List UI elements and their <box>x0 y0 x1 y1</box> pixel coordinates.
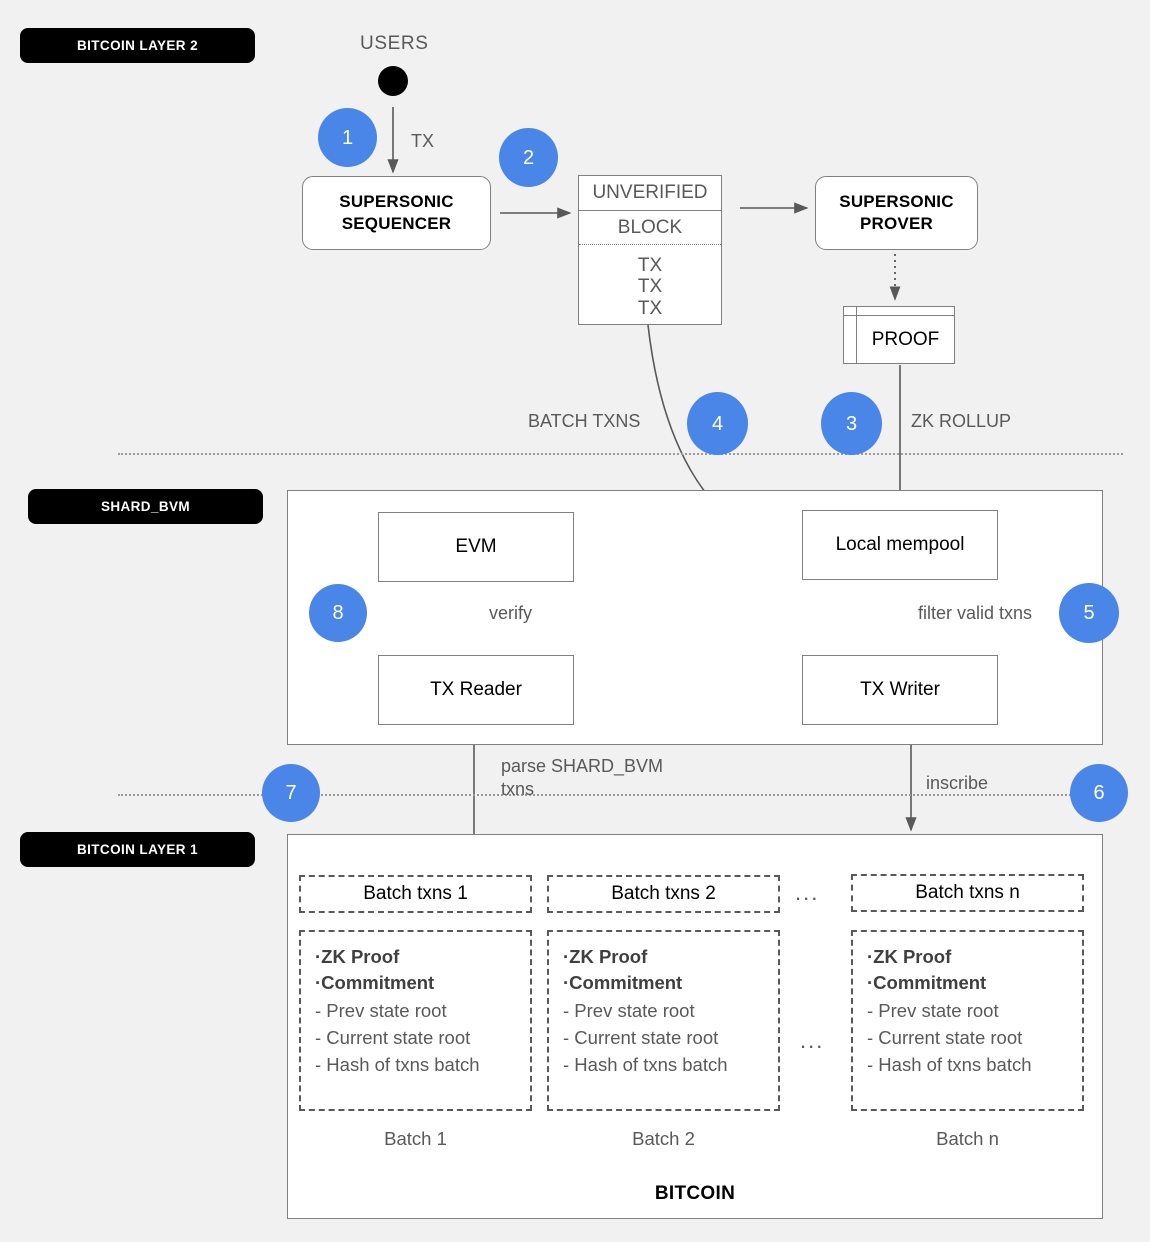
layer-tag-bitcoin-layer-2: BITCOIN LAYER 2 <box>20 28 255 63</box>
block-tx-3: TX <box>637 297 663 319</box>
batch-item-prev-state-root: - Prev state root <box>563 999 695 1021</box>
layer-tag-bitcoin-layer-1: BITCOIN LAYER 1 <box>20 832 255 867</box>
batch-ellipsis-top: ... <box>795 880 820 905</box>
step-circle-7[interactable]: 7 <box>262 764 320 822</box>
step-number: 4 <box>711 412 724 435</box>
batch-bullet-zk-proof: ·ZK Proof <box>315 946 400 967</box>
verify-label: verify <box>489 603 533 623</box>
block-tx-1: TX <box>637 255 663 276</box>
block-subheader: BLOCK <box>579 211 721 245</box>
divider-l2-shard <box>118 453 1123 455</box>
batch-caption-1: Batch 1 <box>384 1128 447 1149</box>
batch-bullet-zk-proof: ·ZK Proof <box>867 946 952 967</box>
batch-item-hash-of-txns-batch: - Hash of txns batch <box>867 1053 1032 1075</box>
proof-document-node[interactable]: PROOF <box>843 306 955 364</box>
tx-writer-label: TX Writer <box>860 679 940 700</box>
batch-item-prev-state-root: - Prev state root <box>867 999 999 1021</box>
sequencer-label-line1: SUPERSONIC <box>339 191 454 211</box>
batch-caption-n: Batch n <box>936 1128 999 1149</box>
batch-bullet-zk-proof: ·ZK Proof <box>563 946 648 967</box>
batch-detail-box-2[interactable]: ·ZK Proof ·Commitment - Prev state root … <box>547 930 780 1111</box>
batch-txns-box-n[interactable]: Batch txns n <box>851 874 1084 912</box>
batch-detail-box-1[interactable]: ·ZK Proof ·Commitment - Prev state root … <box>299 930 532 1111</box>
supersonic-sequencer-node[interactable]: SUPERSONIC SEQUENCER <box>302 176 491 250</box>
step-circle-3[interactable]: 3 <box>821 392 882 455</box>
tx-reader-node[interactable]: TX Reader <box>378 655 574 725</box>
batch-item-current-state-root: - Current state root <box>867 1026 1023 1048</box>
step-circle-1[interactable]: 1 <box>318 108 377 167</box>
users-label: USERS <box>360 33 429 54</box>
proof-sidebar-icon <box>844 307 857 363</box>
divider-shard-l1 <box>118 794 1123 796</box>
step-number: 8 <box>332 602 344 624</box>
prover-label-line2: PROVER <box>859 214 933 233</box>
unverified-block-node[interactable]: UNVERIFIED BLOCK TX TX TX <box>578 175 722 325</box>
batch-bullet-commitment: ·Commitment <box>315 972 435 994</box>
parse-shard-bvm-txns-label: parse SHARD_BVM txns <box>501 755 663 801</box>
step-circle-4[interactable]: 4 <box>687 392 748 455</box>
tx-arrow-label: TX <box>411 131 435 151</box>
evm-label: EVM <box>455 536 497 557</box>
batch-txns-title: Batch txns n <box>915 882 1020 903</box>
step-circle-2[interactable]: 2 <box>499 128 558 187</box>
parse-label-line1: parse SHARD_BVM <box>501 756 664 776</box>
proof-topbar-icon <box>844 307 954 316</box>
sequencer-label-line2: SEQUENCER <box>341 214 452 233</box>
layer-tag-label: SHARD_BVM <box>100 499 191 514</box>
batch-detail-box-n[interactable]: ·ZK Proof ·Commitment - Prev state root … <box>851 930 1084 1111</box>
evm-node[interactable]: EVM <box>378 512 574 582</box>
batch-item-hash-of-txns-batch: - Hash of txns batch <box>563 1053 728 1075</box>
inscribe-label: inscribe <box>926 773 989 793</box>
batch-item-current-state-root: - Current state root <box>563 1026 719 1048</box>
batch-txns-box-1[interactable]: Batch txns 1 <box>299 875 532 913</box>
block-header: UNVERIFIED <box>579 176 721 211</box>
block-tx-2: TX <box>637 276 663 298</box>
local-mempool-node[interactable]: Local mempool <box>802 510 998 580</box>
batch-txns-title: Batch txns 1 <box>363 883 468 904</box>
layer-tag-label: BITCOIN LAYER 2 <box>76 38 199 53</box>
step-circle-8[interactable]: 8 <box>309 584 367 642</box>
batch-bullet-commitment: ·Commitment <box>867 972 987 994</box>
layer-tag-shard-bvm: SHARD_BVM <box>28 489 263 524</box>
step-number: 3 <box>845 412 858 435</box>
prover-label-line1: SUPERSONIC <box>839 191 954 211</box>
bitcoin-title: BITCOIN <box>654 1183 736 1204</box>
user-avatar-icon <box>378 66 408 96</box>
batch-bullet-commitment: ·Commitment <box>563 972 683 994</box>
batch-txns-title: Batch txns 2 <box>611 883 716 904</box>
step-number: 1 <box>341 126 354 149</box>
tx-reader-label: TX Reader <box>430 679 522 700</box>
batch-ellipsis-middle: ... <box>800 1028 825 1053</box>
step-number: 2 <box>522 146 535 169</box>
parse-label-line2: txns <box>501 779 535 800</box>
step-circle-5[interactable]: 5 <box>1059 583 1119 643</box>
step-circle-6[interactable]: 6 <box>1070 764 1128 822</box>
batch-item-current-state-root: - Current state root <box>315 1026 471 1048</box>
supersonic-prover-node[interactable]: SUPERSONIC PROVER <box>815 176 978 250</box>
batch-txns-box-2[interactable]: Batch txns 2 <box>547 875 780 913</box>
step-number: 7 <box>285 782 297 804</box>
tx-writer-node[interactable]: TX Writer <box>802 655 998 725</box>
local-mempool-label: Local mempool <box>835 534 965 555</box>
zk-rollup-label: ZK ROLLUP <box>911 411 1012 431</box>
layer-tag-label: BITCOIN LAYER 1 <box>76 842 199 857</box>
step-number: 5 <box>1083 602 1095 624</box>
proof-label: PROOF <box>871 328 940 350</box>
batch-item-hash-of-txns-batch: - Hash of txns batch <box>315 1053 480 1075</box>
batch-txns-label: BATCH TXNS <box>528 411 641 431</box>
filter-valid-txns-label: filter valid txns <box>918 603 1033 623</box>
batch-caption-2: Batch 2 <box>632 1128 695 1149</box>
batch-item-prev-state-root: - Prev state root <box>315 999 447 1021</box>
step-number: 6 <box>1093 782 1105 804</box>
